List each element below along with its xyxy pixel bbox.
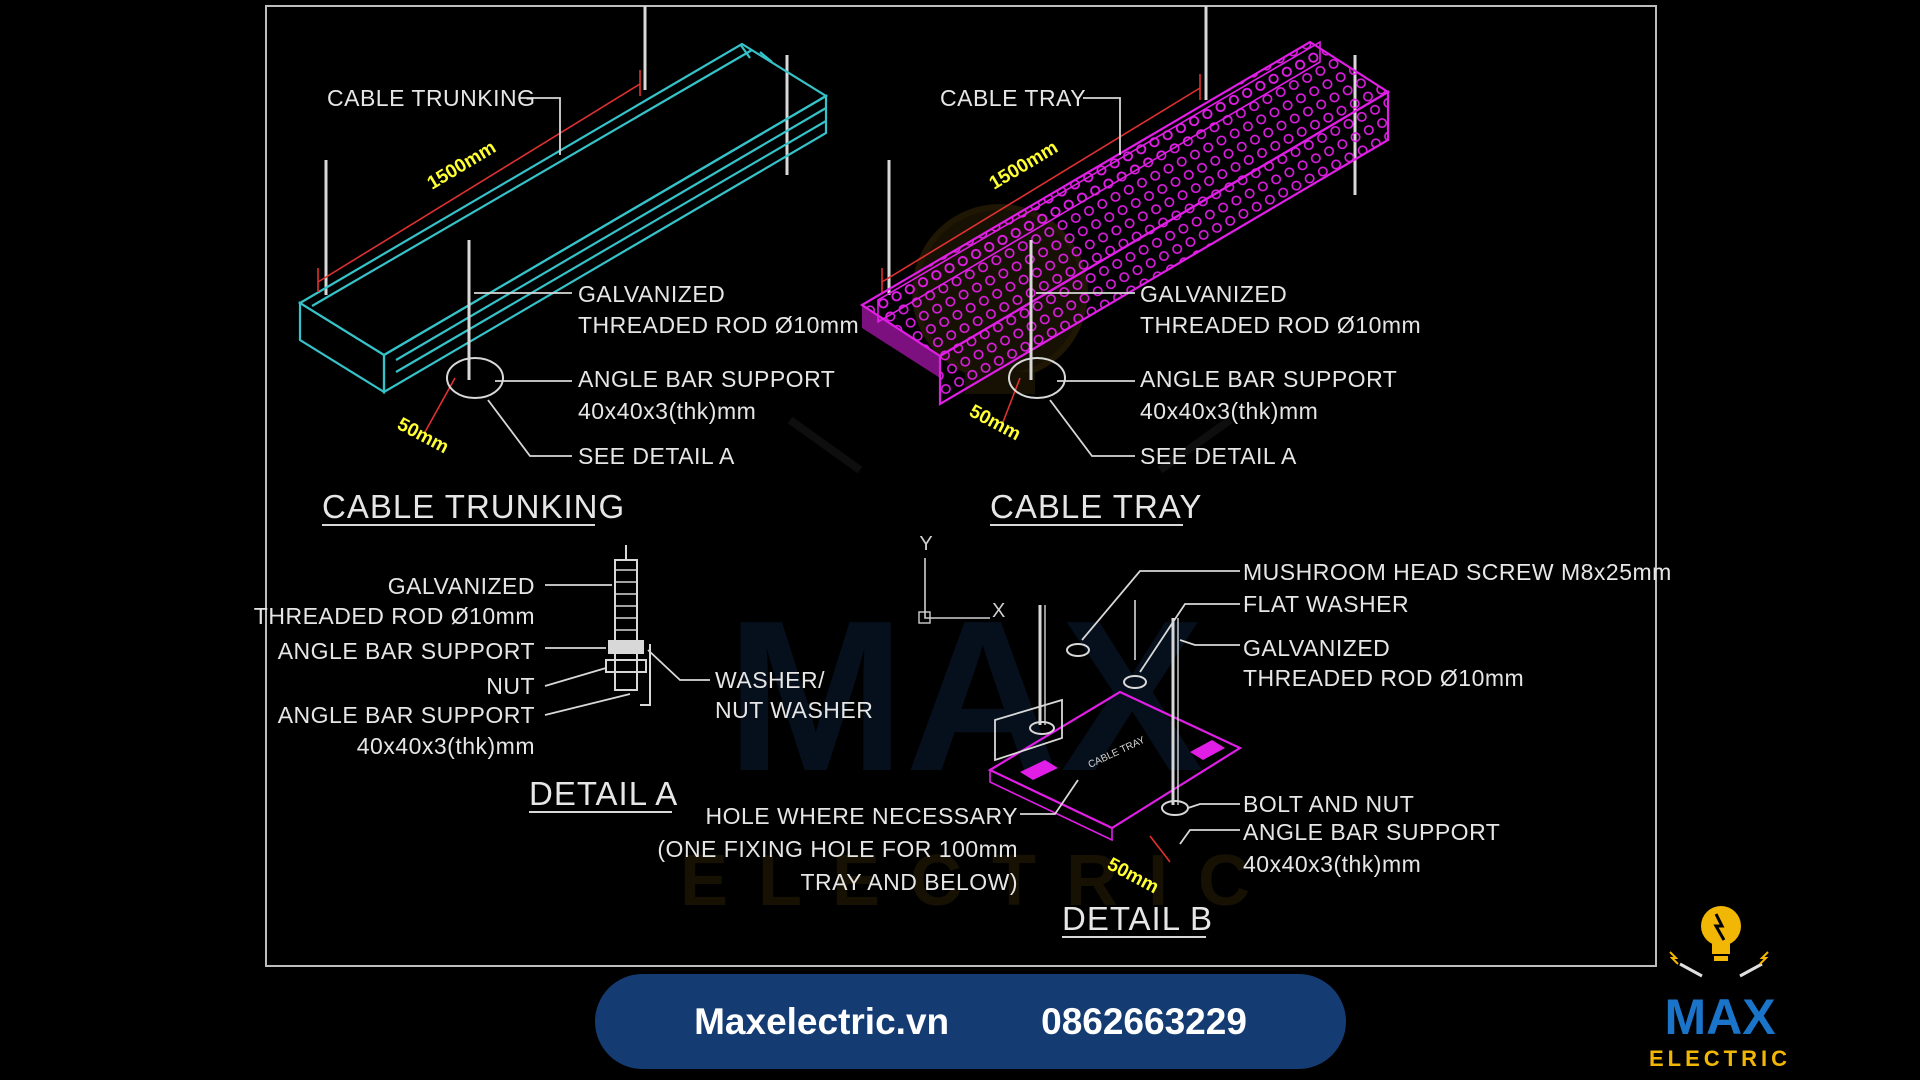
brand-subtitle: ELECTRIC — [1649, 1046, 1791, 1071]
detail-b-hole-label-2: (ONE FIXING HOLE FOR 100mm — [657, 836, 1018, 862]
detail-a-rod-label-2: THREADED ROD Ø10mm — [254, 603, 535, 629]
detail-b-support-label-1: ANGLE BAR SUPPORT — [1243, 819, 1500, 845]
cable-trunking-drawing: 1500mm 50mm CABLE TRUNKING GALVANIZED TH… — [297, 6, 859, 526]
axis-x-label: X — [992, 600, 1005, 622]
detail-b-drawing: Y X CABLE TRAY 50mm MUSHROOM HEA — [657, 533, 1672, 938]
detail-a-support2-label-2: 40x40x3(thk)mm — [357, 733, 535, 759]
contact-bar: Maxelectric.vn 0862663229 — [595, 974, 1346, 1069]
trunking-support-label-2: 40x40x3(thk)mm — [578, 398, 756, 424]
detail-b-support-label-2: 40x40x3(thk)mm — [1243, 851, 1421, 877]
detail-b-rod-label-2: THREADED ROD Ø10mm — [1243, 665, 1524, 691]
drawing-frame — [265, 5, 1657, 967]
tray-support-label-1: ANGLE BAR SUPPORT — [1140, 366, 1397, 392]
brand-name: MAX — [1664, 989, 1775, 1045]
watermark: MAX ELECTRIC — [680, 204, 1280, 921]
bulb-icon — [1669, 906, 1769, 978]
trunking-length-dim: 1500mm — [424, 137, 500, 194]
tray-length-dim: 1500mm — [986, 137, 1062, 194]
detail-a-washer-label-2: NUT WASHER — [715, 697, 873, 723]
tray-support-label-2: 40x40x3(thk)mm — [1140, 398, 1318, 424]
trunking-rod-label-1: GALVANIZED — [578, 281, 725, 307]
trunking-see-detail: SEE DETAIL A — [578, 443, 735, 469]
tray-rod-label-2: THREADED ROD Ø10mm — [1140, 312, 1421, 338]
tray-title: CABLE TRAY — [990, 488, 1202, 525]
website-link[interactable]: Maxelectric.vn — [694, 1000, 950, 1042]
detail-b-screw-label: MUSHROOM HEAD SCREW M8x25mm — [1243, 559, 1672, 585]
tray-see-detail: SEE DETAIL A — [1140, 443, 1297, 469]
watermark-max: MAX — [726, 575, 1204, 816]
trunking-title: CABLE TRUNKING — [322, 488, 625, 525]
detail-b-hole-label-3: TRAY AND BELOW) — [800, 869, 1018, 895]
detail-a-rod-label-1: GALVANIZED — [388, 573, 535, 599]
tray-label: CABLE TRAY — [940, 85, 1086, 111]
phone-number[interactable]: 0862663229 — [1041, 1000, 1247, 1042]
trunking-support-label-1: ANGLE BAR SUPPORT — [578, 366, 835, 392]
trunking-rod-label-2: THREADED ROD Ø10mm — [578, 312, 859, 338]
trunking-label: CABLE TRUNKING — [327, 85, 536, 111]
tray-rod-label-1: GALVANIZED — [1140, 281, 1287, 307]
detail-b-hole-label-1: HOLE WHERE NECESSARY — [706, 803, 1018, 829]
detail-b-bolt-label: BOLT AND NUT — [1243, 791, 1414, 817]
detail-b-washer-label: FLAT WASHER — [1243, 591, 1409, 617]
tray-end-dim: 50mm — [966, 401, 1024, 445]
detail-a-drawing: GALVANIZED THREADED ROD Ø10mm ANGLE BAR … — [254, 545, 873, 813]
detail-a-nut-label: NUT — [486, 673, 535, 699]
trunking-end-dim: 50mm — [394, 414, 452, 458]
cable-tray-drawing: 1500mm 50mm CABLE TRAY GALVANIZED THREAD… — [859, 6, 1421, 526]
watermark-electric: ELECTRIC — [680, 841, 1280, 921]
detail-b-rod-label-1: GALVANIZED — [1243, 635, 1390, 661]
axis-y-label: Y — [919, 533, 932, 555]
detail-a-washer-label-1: WASHER/ — [715, 667, 825, 693]
brand-logo: MAX ELECTRIC — [1649, 906, 1791, 1071]
detail-a-support2-label-1: ANGLE BAR SUPPORT — [278, 702, 535, 728]
detail-a-support-label: ANGLE BAR SUPPORT — [278, 638, 535, 664]
detail-a-title: DETAIL A — [529, 775, 678, 812]
detail-b-title: DETAIL B — [1062, 900, 1213, 937]
